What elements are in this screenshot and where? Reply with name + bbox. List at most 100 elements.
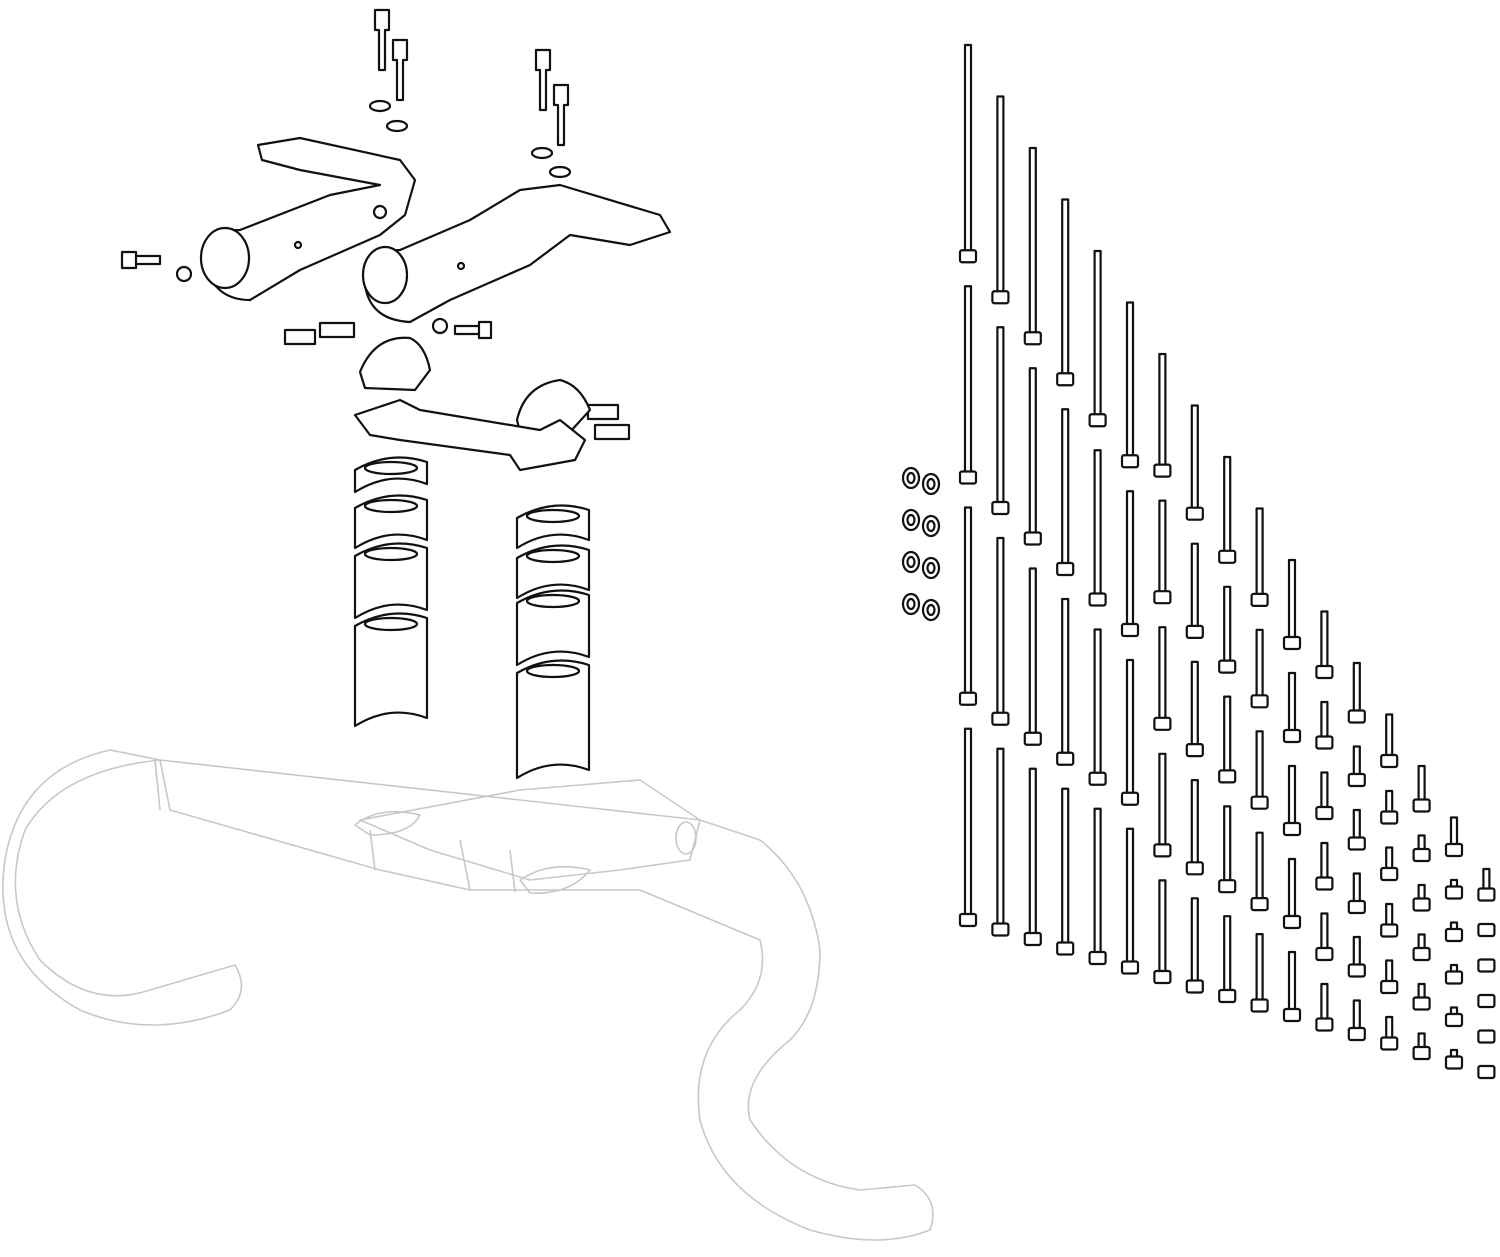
- bolt-head: [1380, 1036, 1399, 1051]
- bolt-head: [1023, 331, 1042, 346]
- bolt-head: [1023, 931, 1042, 947]
- bolt-head: [1477, 1064, 1496, 1080]
- bolt-shank: [1352, 872, 1361, 905]
- bolt-head: [1412, 996, 1431, 1011]
- washer-hole: [926, 561, 936, 575]
- bolt-head: [1250, 998, 1269, 1013]
- bolt-shank: [996, 536, 1005, 716]
- bolt-head: [1218, 769, 1237, 784]
- bolt-head: [1056, 561, 1075, 577]
- bolt-head: [1380, 866, 1399, 882]
- bolt-head: [958, 249, 978, 264]
- bolt-shank: [1190, 404, 1199, 511]
- bolt-head: [1412, 798, 1431, 813]
- bolt-head: [1444, 1012, 1464, 1028]
- bolt-head: [1477, 887, 1496, 902]
- bolt-head: [1347, 1026, 1366, 1042]
- bolt-head: [1380, 753, 1399, 769]
- spacer-hole: [363, 460, 419, 476]
- spacer-hole: [525, 508, 581, 524]
- bolt-head: [1315, 664, 1334, 680]
- bolt-shank: [1158, 499, 1167, 595]
- bolt-kit: [958, 43, 1496, 1080]
- bolt-head: [1347, 963, 1366, 978]
- bolt-shank: [1255, 628, 1264, 699]
- bolt-head: [1444, 927, 1464, 943]
- bolt-shank: [1061, 408, 1070, 567]
- bolt-head: [1347, 899, 1366, 915]
- bolt-shank: [1255, 730, 1264, 800]
- bolt-shank: [1190, 778, 1199, 866]
- bolt-head: [1120, 791, 1140, 806]
- washer-hole: [906, 597, 916, 611]
- bolt-head: [1444, 1055, 1464, 1070]
- left-extension-arm: [199, 136, 417, 302]
- bolt-head: [958, 691, 978, 706]
- bolt-shank: [1125, 827, 1135, 965]
- bolt-head: [1088, 413, 1107, 428]
- bolt-head: [1380, 923, 1399, 938]
- bolt-shank: [1190, 660, 1199, 748]
- bolt-head: [1088, 592, 1107, 607]
- bolt-head: [1412, 847, 1431, 863]
- bolt-head: [1347, 709, 1366, 724]
- spacer-hole: [363, 546, 419, 562]
- bolt-head: [1380, 810, 1399, 825]
- bolt-shank: [1320, 771, 1329, 811]
- bolt-shank: [963, 727, 973, 918]
- bolt-shank: [1028, 146, 1037, 336]
- bolt-head: [1477, 922, 1496, 938]
- washer-hole: [926, 519, 936, 533]
- bolt-shank: [1385, 902, 1394, 928]
- bolt-shank: [1190, 897, 1199, 984]
- bolt-shank: [1125, 658, 1135, 796]
- bolt-shank: [1255, 932, 1264, 1003]
- bolt-shank: [1093, 249, 1102, 418]
- bolt-head: [1056, 751, 1075, 766]
- bolt-shank: [1352, 745, 1361, 778]
- bolt-head: [1282, 821, 1302, 837]
- bolt-shank: [1028, 567, 1037, 736]
- bolt-shank: [1028, 367, 1037, 536]
- bolt-head: [991, 290, 1010, 305]
- bolt-head: [1347, 772, 1366, 788]
- bolt-head: [1088, 771, 1107, 786]
- spacer-stack: [353, 456, 591, 780]
- bolt-shank: [1093, 628, 1102, 776]
- bolt-shank: [1158, 752, 1167, 848]
- bolt-shank: [1320, 982, 1329, 1022]
- bolt-shank: [1287, 950, 1297, 1013]
- handlebar-outline: [2, 749, 934, 1241]
- bolt-head: [1412, 946, 1431, 962]
- spacer-hole: [525, 663, 581, 679]
- bolt-head: [1315, 805, 1334, 821]
- bolt-head: [991, 711, 1010, 726]
- bolt-shank: [1385, 846, 1394, 872]
- bolt-head: [1023, 731, 1042, 746]
- bolt-head: [1315, 946, 1334, 962]
- bolt-head: [1218, 988, 1237, 1004]
- bolt-head: [1056, 941, 1075, 956]
- bolt-head: [958, 470, 978, 485]
- bolt-shank: [1385, 713, 1394, 759]
- spacer-hole: [525, 593, 581, 609]
- bolt-head: [1477, 993, 1496, 1009]
- spacer: [353, 612, 429, 728]
- bolt-shank: [1223, 805, 1232, 884]
- bolt-head: [1282, 1007, 1302, 1023]
- bolt-head: [1056, 372, 1075, 387]
- bolt-shank: [1223, 695, 1232, 774]
- bolt-head: [1412, 897, 1431, 912]
- spacer-hole: [363, 498, 419, 514]
- bolt-head: [1185, 979, 1204, 994]
- bolt-head: [1153, 969, 1172, 985]
- washer-hole: [906, 513, 916, 527]
- bolt-head: [1412, 1045, 1431, 1061]
- bolt-shank: [1061, 787, 1070, 946]
- bolt-shank: [996, 95, 1005, 295]
- bolt-shank: [1385, 789, 1394, 815]
- bolt-head: [1250, 694, 1269, 709]
- bolt-head: [1250, 795, 1269, 810]
